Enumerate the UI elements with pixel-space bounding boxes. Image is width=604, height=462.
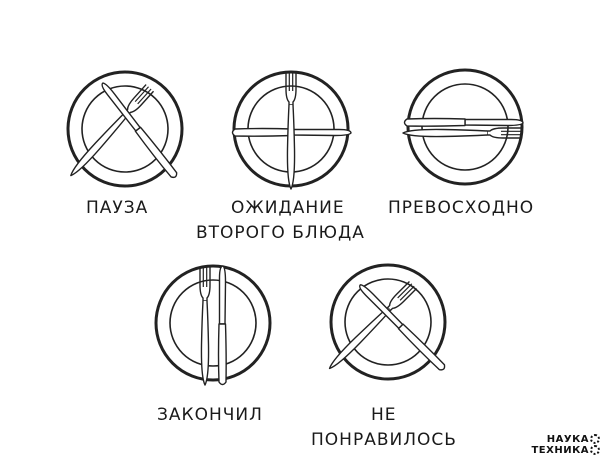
label-disliked-line1: НЕ [371, 405, 397, 425]
plate-waiting [231, 70, 352, 190]
knife-icon [403, 117, 524, 127]
label-waiting-line1: ОЖИДАНИЕ [231, 198, 345, 218]
gear-icon [590, 434, 600, 444]
brand-logo: НАУКА ТЕХНИКА [531, 434, 600, 456]
plate-disliked [325, 263, 448, 381]
gear-icon [590, 445, 600, 455]
logo-line2: ТЕХНИКА [531, 445, 589, 456]
label-waiting-line2: ВТОРОГО БЛЮДА [196, 223, 365, 243]
plate-pause [66, 70, 184, 188]
logo-line1: НАУКА [546, 434, 589, 445]
label-disliked-line2: ПОНРАВИЛОСЬ [311, 430, 457, 450]
knife-icon [217, 265, 227, 386]
label-excellent: ПРЕВОСХОДНО [388, 198, 535, 218]
label-finished: ЗАКОНЧИЛ [157, 405, 263, 425]
plate-excellent [402, 68, 524, 186]
plate-finished [154, 264, 272, 386]
label-pause: ПАУЗА [86, 198, 149, 218]
